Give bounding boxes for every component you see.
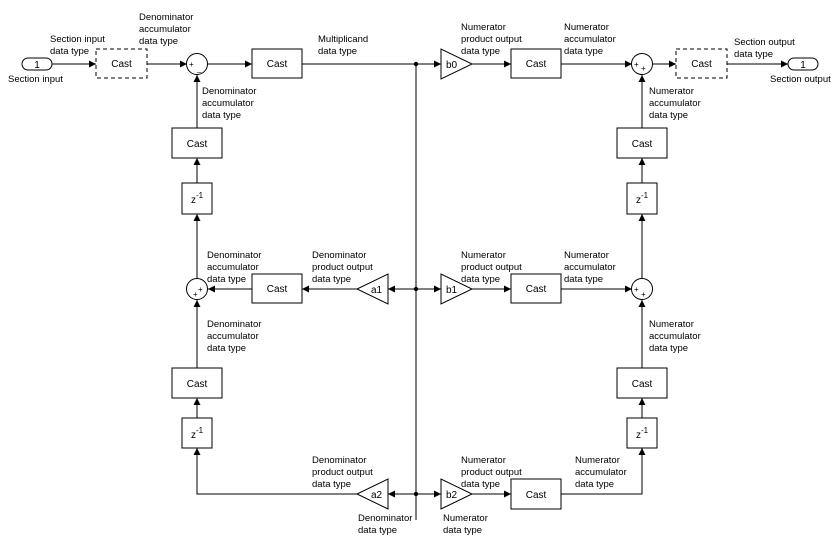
label-num-prod-b0: Numerator product output data type [461, 22, 524, 57]
cast-block-b1[interactable]: Cast [510, 273, 562, 304]
sum-block-num-mid[interactable]: + + [631, 278, 653, 300]
sum-sign: + [198, 285, 203, 294]
label-num-acc-mid: Numerator accumulator data type [564, 250, 618, 285]
block-label: a1 [371, 285, 383, 296]
sum-block-den-top[interactable]: + _ [186, 53, 208, 75]
label-num-acc-upper: Numerator accumulator data type [649, 86, 703, 121]
block-label: z-1 [636, 426, 649, 441]
label-num-prod-b1: Numerator product output data type [461, 250, 524, 285]
cast-block-den-upper[interactable]: Cast [171, 127, 223, 159]
gain-b0[interactable]: b0 [440, 48, 474, 80]
block-label: Cast [526, 284, 547, 295]
delay-block-den-upper[interactable]: z-1 [181, 182, 213, 215]
delay-block-num-upper[interactable]: z-1 [626, 182, 658, 215]
gain-a2[interactable]: a2 [355, 478, 389, 510]
section-output-label: Section output [770, 74, 831, 85]
block-label: Cast [632, 379, 653, 390]
block-label: z-1 [191, 191, 204, 206]
section-input-label: Section input [8, 74, 63, 85]
sum-sign: + [193, 290, 198, 299]
signal-lines [52, 60, 788, 520]
cast-block-multiplicand[interactable]: Cast [251, 48, 303, 79]
gain-b1[interactable]: b1 [440, 273, 474, 305]
cast-block-num-upper[interactable]: Cast [616, 127, 668, 159]
block-label: Cast [632, 139, 653, 150]
label-section-input-dt: Section input data type [50, 34, 108, 57]
label-den-acc-mid: Denominator accumulator data type [207, 250, 264, 285]
block-label: Cast [526, 490, 547, 501]
label-multiplicand-dt: Multiplicand data type [318, 34, 371, 57]
port-number: 1 [34, 60, 40, 71]
section-output-port[interactable]: 1 [787, 57, 819, 71]
delay-block-den-lower[interactable]: z-1 [181, 417, 213, 449]
block-label: Cast [187, 379, 208, 390]
cast-block-den-lower[interactable]: Cast [171, 367, 223, 399]
label-den-acc-upper: Denominator accumulator data type [202, 86, 259, 121]
sum-sign: _ [196, 64, 202, 73]
cast-block-b0[interactable]: Cast [510, 48, 562, 79]
junction-dot [413, 61, 419, 67]
port-number: 1 [800, 60, 806, 71]
block-label: Cast [526, 59, 547, 70]
block-label: Cast [187, 139, 208, 150]
block-label: b1 [446, 285, 458, 296]
junction-dot [413, 491, 419, 497]
gain-b2[interactable]: b2 [440, 478, 474, 510]
block-label: z-1 [636, 191, 649, 206]
block-label: Cast [267, 59, 288, 70]
sum-sign: + [634, 60, 639, 69]
block-label: Cast [267, 284, 288, 295]
sum-sign: + [641, 290, 646, 299]
sum-sign: + [634, 285, 639, 294]
label-section-output-dt: Section output data type [734, 37, 797, 60]
sum-block-den-mid[interactable]: + + [186, 278, 208, 300]
label-num-prod-b2: Numerator product output data type [461, 455, 524, 490]
sum-block-num-top[interactable]: + + [631, 53, 653, 75]
cast-block-b2[interactable]: Cast [510, 478, 562, 510]
label-num-acc-top: Numerator accumulator data type [564, 22, 618, 57]
block-label: a2 [371, 490, 383, 501]
block-label: b2 [446, 490, 458, 501]
label-den-dt: Denominator data type [358, 513, 415, 536]
delay-block-num-lower[interactable]: z-1 [626, 417, 658, 449]
cast-block-a1[interactable]: Cast [251, 273, 303, 304]
sum-sign: + [189, 60, 194, 69]
block-label: Cast [691, 59, 712, 70]
label-den-acc-lower: Denominator accumulator data type [207, 319, 264, 354]
junction-dot [413, 286, 419, 292]
cast-block-output[interactable]: Cast [675, 48, 728, 79]
gain-a1[interactable]: a1 [355, 273, 389, 305]
section-input-port[interactable]: 1 [21, 57, 53, 71]
label-num-acc-lower: Numerator accumulator data type [649, 319, 703, 354]
block-label: z-1 [191, 426, 204, 441]
cast-block-input[interactable]: Cast [95, 48, 148, 79]
label-num-acc-bottom: Numerator accumulator data type [575, 455, 629, 490]
label-num-dt: Numerator data type [443, 513, 491, 536]
block-label: Cast [111, 59, 132, 70]
block-label: b0 [446, 60, 458, 71]
label-den-acc-top: Denominator accumulator data type [139, 12, 196, 47]
sum-sign: + [641, 64, 646, 73]
label-den-prod-a1: Denominator product output data type [312, 250, 375, 285]
label-den-prod-a2: Denominator product output data type [312, 455, 375, 490]
cast-block-num-lower[interactable]: Cast [616, 367, 668, 399]
